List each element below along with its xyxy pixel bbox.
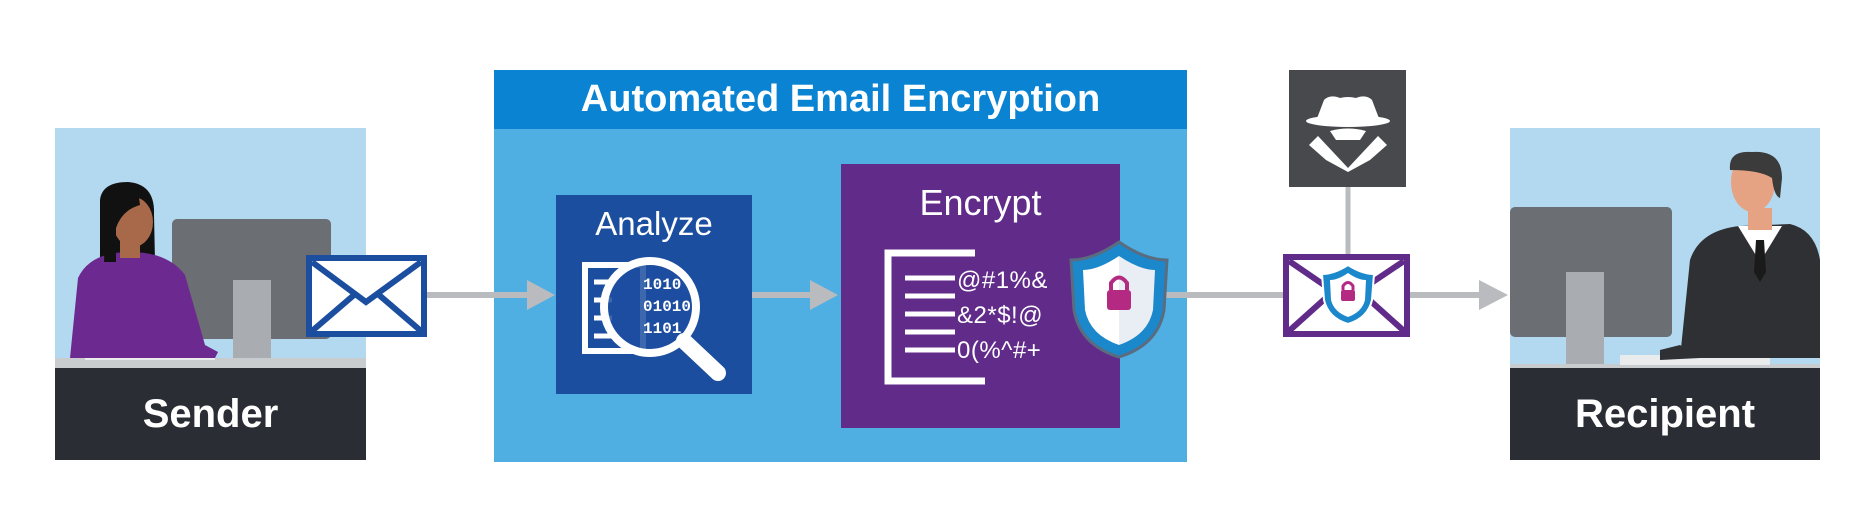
encrypt-label: Encrypt bbox=[919, 182, 1042, 223]
encrypted-document-icon bbox=[884, 249, 985, 385]
recipient-person-illustration bbox=[1510, 151, 1820, 374]
binary-line-1: 1010 bbox=[643, 276, 682, 294]
ciphertext-line-1: @#1%& bbox=[957, 267, 1048, 294]
arrow-sender-to-analyze bbox=[424, 280, 555, 310]
sender-label-bar: Sender bbox=[55, 368, 366, 460]
spy-icon bbox=[1306, 96, 1390, 172]
ciphertext-line-2: &2*$!@ bbox=[957, 302, 1044, 329]
sender-label: Sender bbox=[142, 392, 279, 436]
arrow-email-to-recipient bbox=[1408, 280, 1508, 310]
sender-person-illustration bbox=[55, 182, 366, 368]
diagram-title: Automated Email Encryption bbox=[494, 70, 1187, 129]
envelope-icon bbox=[306, 255, 427, 337]
envelope-shield-icon bbox=[1283, 254, 1410, 337]
arrow-analyze-to-encrypt bbox=[752, 280, 838, 310]
binary-line-2: 01010 bbox=[643, 298, 692, 316]
analyze-label: Analyze bbox=[595, 205, 713, 242]
recipient-label-bar: Recipient bbox=[1510, 368, 1820, 460]
ciphertext-line-3: 0(%^#+ bbox=[957, 337, 1042, 364]
recipient-label: Recipient bbox=[1574, 392, 1756, 436]
binary-line-3: 1101 bbox=[643, 320, 682, 338]
shield-lock-icon bbox=[1069, 240, 1169, 359]
magnifier-document-icon bbox=[582, 257, 726, 381]
